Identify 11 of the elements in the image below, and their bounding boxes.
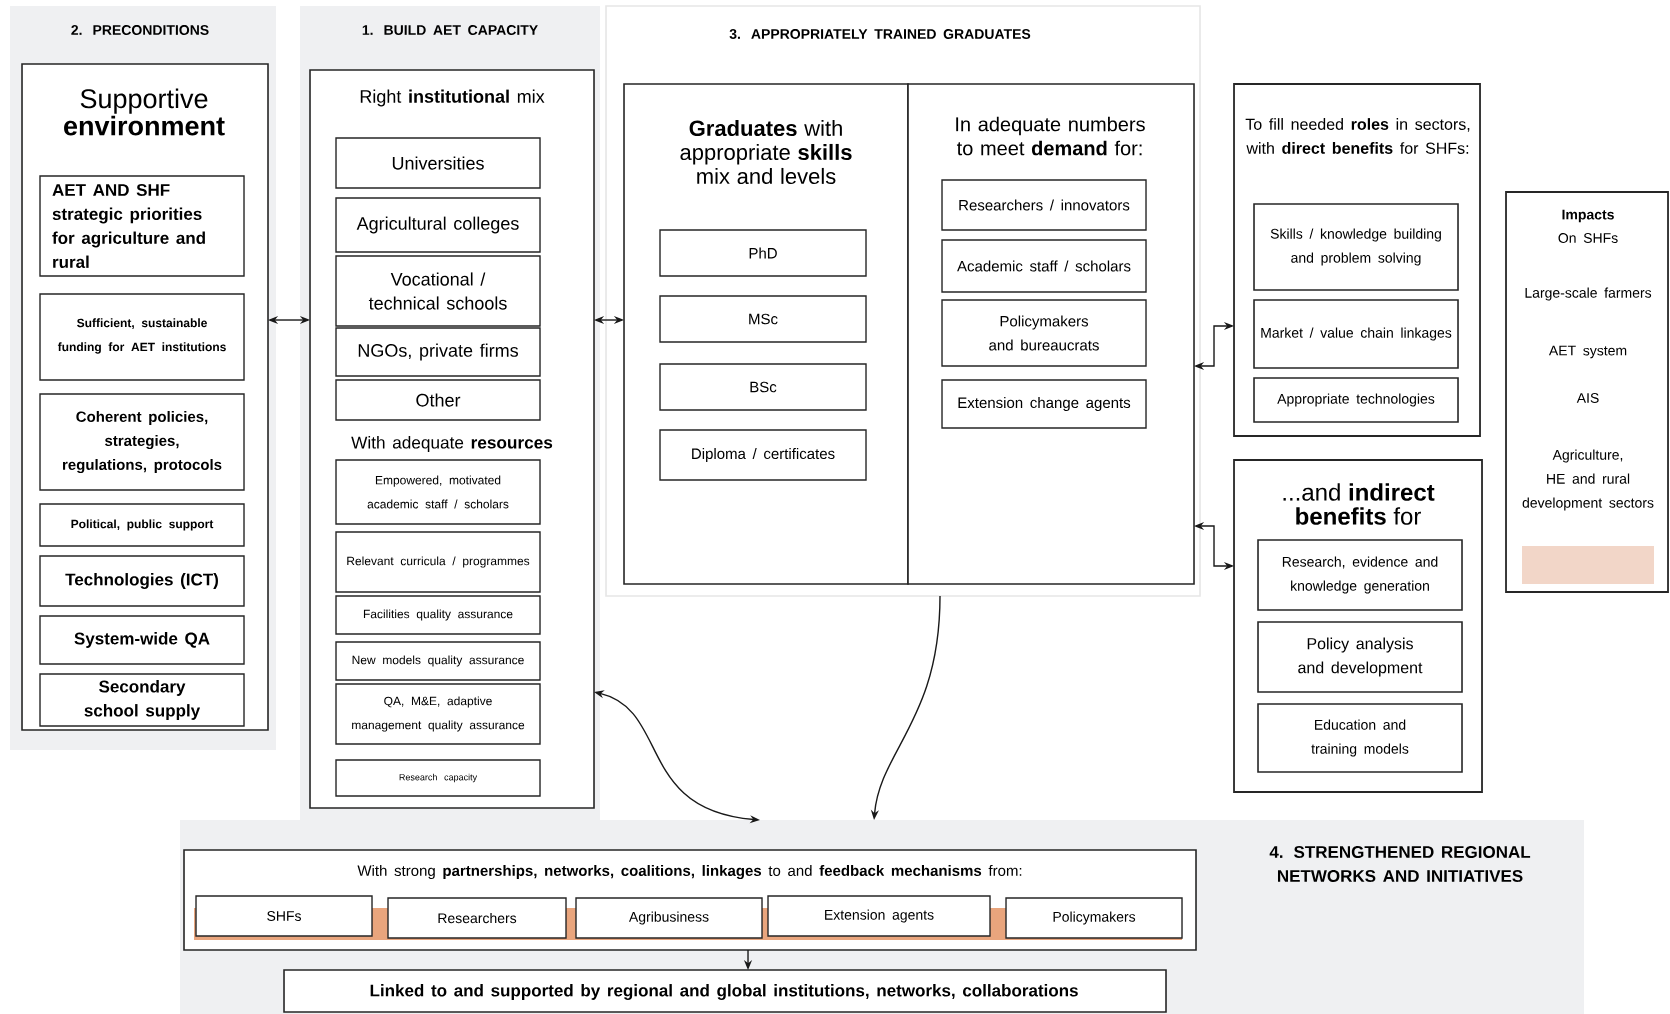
text-box: Agricultural colleges [335, 197, 541, 253]
text-box: Vocational / technical schools [335, 255, 541, 327]
text-box: AET AND SHF strategic priorities for agriculture and rural [39, 175, 245, 277]
text-box: System-wide QA [39, 615, 245, 665]
text-box: NGOs, private firms [335, 327, 541, 377]
text-box: Technologies (ICT) [39, 555, 245, 607]
text-box: Linked to and supported by regional and global institutions, networks, collaborations [283, 969, 1167, 1013]
text-box: Other [335, 379, 541, 421]
text-box: Policy analysis and development [1257, 621, 1463, 693]
text-box: Secondary school supply [39, 673, 245, 727]
text-box: Universities [335, 137, 541, 189]
